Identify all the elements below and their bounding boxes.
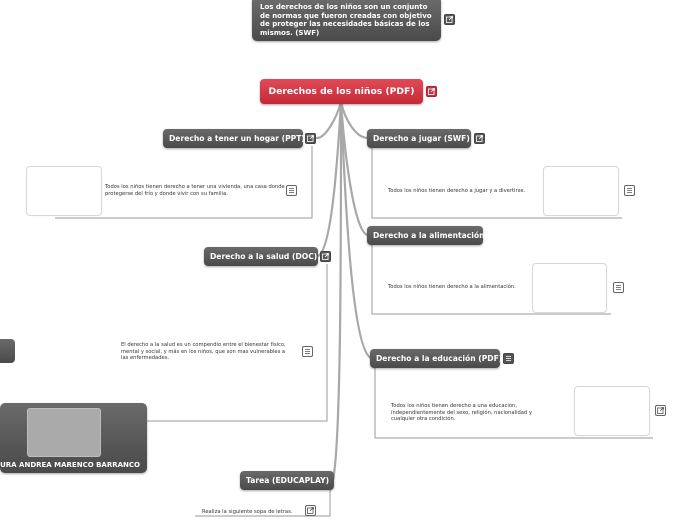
branch-alimentacion-label: Derecho a la alimentación [373,231,485,240]
external-link-icon[interactable] [655,405,666,416]
branch-salud[interactable]: Derecho a la salud (DOC) [204,247,318,266]
jugar-note: Todos los niños tienen derecho a jugar y… [388,188,526,194]
branch-jugar-label: Derecho a jugar (SWF) [373,134,470,143]
note-icon[interactable] [624,185,635,196]
alimentacion-note: Todos los niños tienen derecho a la alim… [388,284,516,290]
alimentacion-image [532,263,607,313]
note-icon[interactable] [613,282,624,293]
branch-tarea[interactable]: Tarea (EDUCAPLAY) [240,471,334,490]
external-link-icon[interactable] [305,133,316,144]
educacion-image [574,386,650,436]
offscreen-node-stub[interactable] [0,339,15,363]
branch-alimentacion[interactable]: Derecho a la alimentación [367,226,485,245]
root-label: Derechos de los niños (PDF) [268,86,415,97]
external-link-icon[interactable] [474,133,485,144]
author-node[interactable]: URA ANDREA MARENCO BARRANCO [0,403,147,473]
branch-hogar-label: Derecho a tener un hogar (PPT) [169,134,305,143]
tarea-note: Realiza la siguiente sopa de letras. [202,509,293,515]
hogar-note: Todos los niños tienen derecho a tener u… [105,184,285,197]
hogar-image [26,166,102,216]
educacion-note: Todos los niños tienen derecho a una edu… [391,403,532,422]
author-name: URA ANDREA MARENCO BARRANCO [0,461,140,469]
root-node[interactable]: Derechos de los niños (PDF) [260,79,423,104]
note-icon[interactable] [503,353,514,364]
external-link-icon[interactable] [320,251,331,262]
external-link-icon[interactable] [305,505,316,516]
branch-tarea-label: Tarea (EDUCAPLAY) [246,476,330,485]
note-icon[interactable] [286,185,297,196]
branch-hogar[interactable]: Derecho a tener un hogar (PPT) [163,129,305,148]
external-link-icon[interactable] [444,14,455,25]
jugar-image [543,166,619,216]
branch-salud-label: Derecho a la salud (DOC) [210,252,318,261]
branch-jugar[interactable]: Derecho a jugar (SWF) [367,129,471,148]
note-icon[interactable] [302,346,313,357]
intro-text: Los derechos de los niños son un conjunt… [260,3,432,37]
salud-note: El derecho a la salud es un compendio en… [121,342,286,361]
author-photo [27,408,101,457]
external-link-icon[interactable] [426,86,437,97]
branch-educacion[interactable]: Derecho a la educación (PDF) [370,349,503,368]
intro-node[interactable]: Los derechos de los niños son un conjunt… [252,0,441,41]
branch-educacion-label: Derecho a la educación (PDF) [376,354,503,363]
